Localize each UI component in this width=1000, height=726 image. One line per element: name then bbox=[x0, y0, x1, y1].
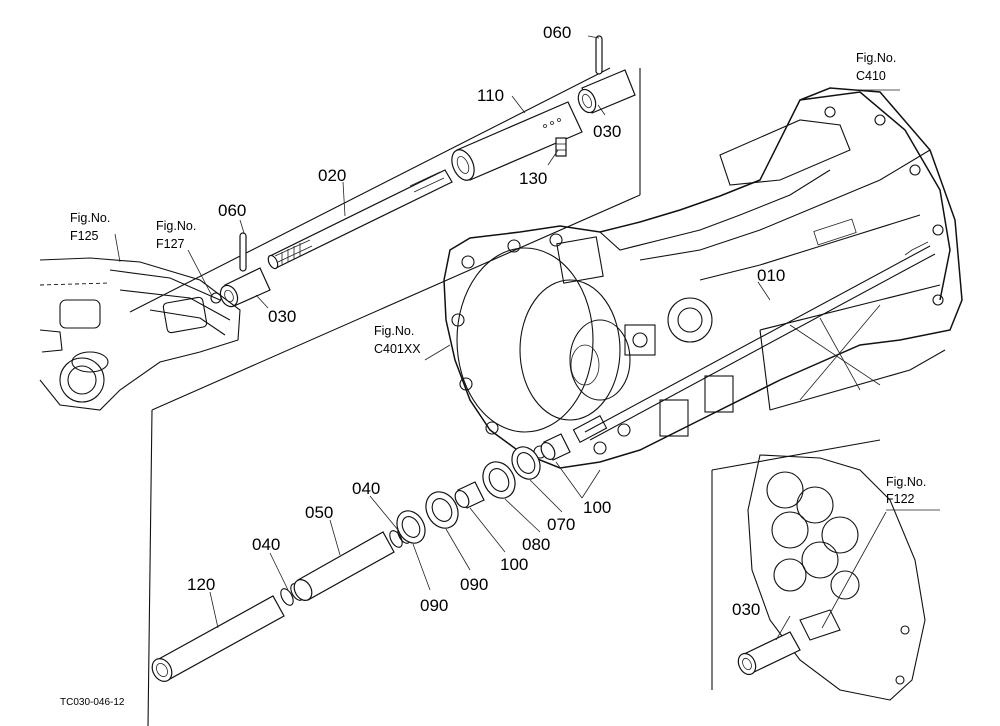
callout-130: 130 bbox=[519, 169, 547, 188]
callout-060-top: 060 bbox=[543, 23, 571, 42]
callout-030-left: 030 bbox=[268, 307, 296, 326]
collar-030-top bbox=[577, 69, 636, 114]
figref-c401xx-code: C401XX bbox=[374, 342, 421, 356]
figref-f122-code: F122 bbox=[886, 492, 915, 506]
callout-labels: 060 110 030 130 020 060 030 010 040 050 … bbox=[187, 23, 785, 619]
collar-030-inset bbox=[737, 631, 801, 676]
figref-f127-label: Fig.No. bbox=[156, 219, 196, 233]
front-axle-housing-fragment bbox=[39, 257, 241, 411]
tube-050 bbox=[293, 531, 395, 601]
collar-100-a bbox=[454, 481, 485, 509]
callout-120: 120 bbox=[187, 575, 215, 594]
splined-shaft-020 bbox=[267, 169, 453, 270]
callout-060-left: 060 bbox=[218, 201, 246, 220]
callout-100-a: 100 bbox=[500, 555, 528, 574]
callout-070: 070 bbox=[547, 515, 575, 534]
figure-references: Fig.No. C410 Fig.No. F125 Fig.No. F127 F… bbox=[70, 51, 926, 506]
tube-120 bbox=[151, 595, 285, 682]
callout-050: 050 bbox=[305, 503, 333, 522]
callout-030-inset: 030 bbox=[732, 600, 760, 619]
figref-f127-code: F127 bbox=[156, 237, 185, 251]
callout-100-b: 100 bbox=[583, 498, 611, 517]
figref-c410-label: Fig.No. bbox=[856, 51, 896, 65]
clutch-housing-inset bbox=[737, 454, 926, 701]
leader-lines bbox=[114, 35, 940, 641]
panel-boundaries bbox=[129, 67, 881, 726]
figref-f122-label: Fig.No. bbox=[886, 475, 926, 489]
seal-090-a bbox=[396, 510, 426, 544]
figref-f125-code: F125 bbox=[70, 229, 99, 243]
seal-070 bbox=[511, 446, 541, 480]
grease-nipple-130 bbox=[555, 137, 567, 157]
figref-f125-label: Fig.No. bbox=[70, 211, 110, 225]
transmission-housing bbox=[443, 87, 963, 469]
callout-010: 010 bbox=[757, 266, 785, 285]
bearing-080 bbox=[482, 461, 516, 499]
callout-090-a: 090 bbox=[420, 596, 448, 615]
collar-030-left bbox=[219, 267, 271, 308]
callout-040-upper: 040 bbox=[352, 479, 380, 498]
bearing-090-b bbox=[425, 491, 459, 529]
callout-030-top: 030 bbox=[593, 122, 621, 141]
callout-020: 020 bbox=[318, 166, 346, 185]
figref-c401xx-label: Fig.No. bbox=[374, 324, 414, 338]
collar-100-b bbox=[540, 433, 571, 461]
upper-shaft-group bbox=[219, 35, 636, 308]
lower-shaft-group bbox=[151, 433, 571, 682]
sleeve-110 bbox=[451, 101, 583, 181]
figref-c410-code: C410 bbox=[856, 69, 886, 83]
pin-060-left bbox=[239, 232, 247, 272]
callout-090-b: 090 bbox=[460, 575, 488, 594]
pin-060-top bbox=[595, 35, 603, 75]
callout-080: 080 bbox=[522, 535, 550, 554]
callout-110: 110 bbox=[477, 86, 504, 105]
callout-040-lower: 040 bbox=[252, 535, 280, 554]
drawing-caption: TC030-046-12 bbox=[60, 697, 125, 708]
